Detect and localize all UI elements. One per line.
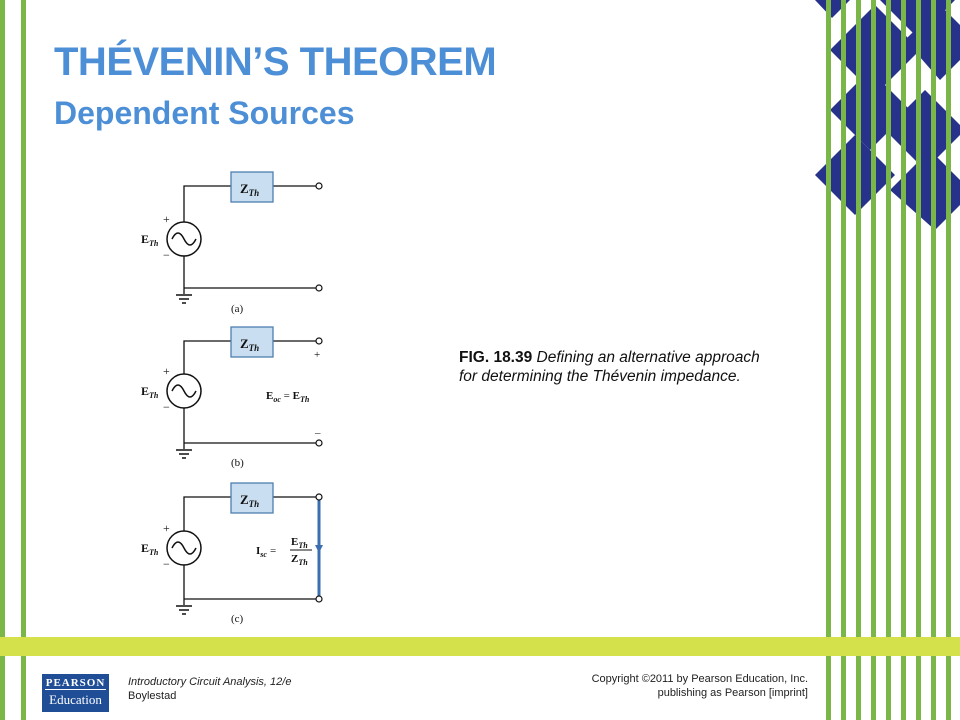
subfigure-label: (c) [231,613,244,625]
impedance-label: ZTh [240,492,259,509]
impedance-label: ZTh [240,181,259,198]
logo-line1: PEARSON [45,674,106,690]
voc-equation: Eoc = ETh [266,390,310,404]
terminal [315,595,323,603]
source-label: ETh [141,541,159,557]
wire [183,340,231,374]
sine-icon [171,384,197,398]
footer-book-info: Introductory Circuit Analysis, 12/e Boyl… [128,675,291,703]
terminal [315,493,323,501]
book-title: Introductory Circuit Analysis, 12/e [128,676,292,688]
caption-text: Defining an alternative approach for det… [459,349,760,385]
copyright-text: Copyright ©2011 by Pearson Education, In… [591,673,808,685]
isc-label: Isc= [256,545,276,559]
pearson-logo: PEARSON Education [42,674,109,712]
ground-icon [176,605,192,615]
impedance-label: ZTh [240,336,259,353]
ground-icon [176,294,192,304]
circuit-b [183,340,316,449]
plus-sign: + [163,212,170,226]
slide-title: THÉVENIN’S THEOREM [54,40,497,84]
fraction-denominator: ZTh [291,553,308,567]
arrow-down-icon [315,545,323,553]
terminal [315,284,323,292]
figure-number: FIG. 18.39 [459,349,533,366]
terminal [315,439,323,447]
publisher-text: publishing as Pearson [imprint] [657,687,808,699]
impedance-box-b [230,326,274,358]
fraction-numerator: ETh [291,536,308,550]
subfigure-label: (b) [231,457,244,469]
logo-line2: Education [49,692,102,707]
plus-sign: + [163,521,170,535]
terminal-minus: – [314,427,321,439]
sine-icon [171,541,197,555]
wire [183,185,231,222]
right-stripes [826,0,951,720]
plus-sign: + [163,364,170,378]
sine-icon [171,232,197,246]
minus-sign: − [163,248,170,262]
footer-copyright: Copyright ©2011 by Pearson Education, In… [592,672,808,700]
left-stripe [0,0,5,720]
impedance-box-c [230,482,274,514]
left-stripe [21,0,26,720]
figure-caption: FIG. 18.39 Defining an alternative appro… [459,348,769,386]
circuit-c [183,496,316,605]
subfigure-label: (a) [231,303,244,315]
circuit-a [183,185,316,294]
source-label: ETh [141,232,159,248]
minus-sign: − [163,557,170,571]
book-author: Boylestad [128,690,177,702]
footer-band [0,637,960,656]
slide-subtitle: Dependent Sources [54,95,355,131]
ground-icon [176,449,192,459]
terminal [315,337,323,345]
wire [183,496,231,531]
source-label: ETh [141,384,159,400]
terminal-plus: + [314,349,320,361]
minus-sign: − [163,400,170,414]
impedance-box-a [230,171,274,203]
terminal [315,182,323,190]
